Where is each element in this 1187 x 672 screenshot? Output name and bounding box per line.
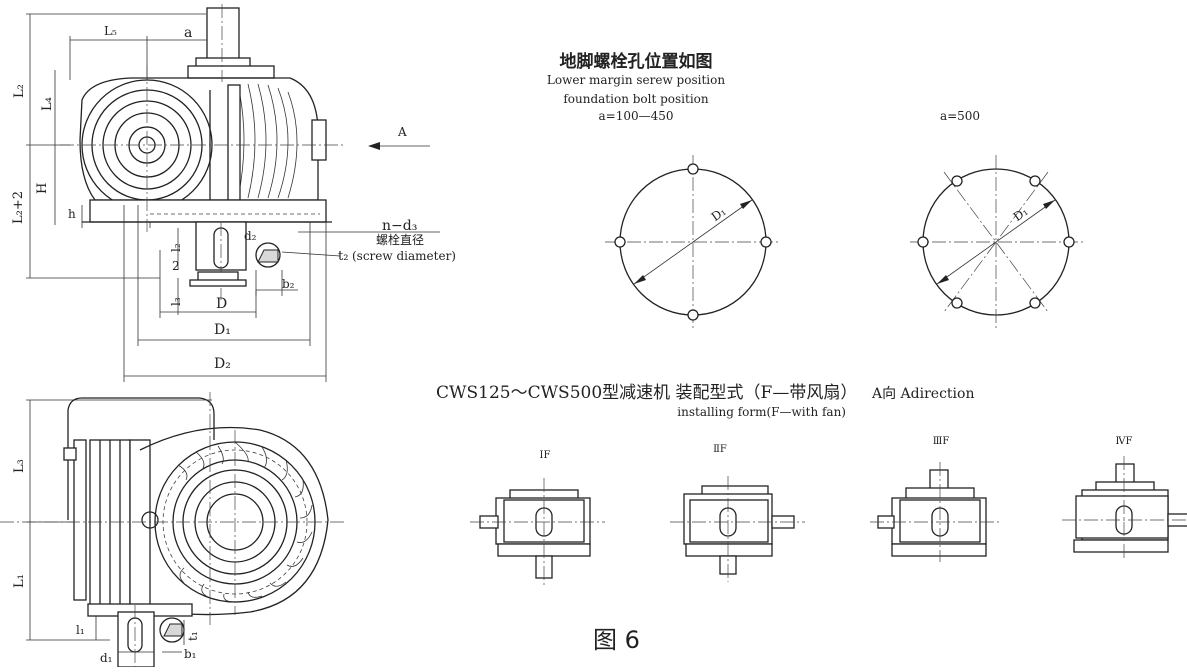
dim-d2: d₂ bbox=[244, 229, 257, 243]
dim-L2: L₂ bbox=[12, 84, 27, 98]
dim-b2: b₂ bbox=[282, 277, 295, 291]
dim-t2: t₂ bbox=[338, 249, 348, 264]
form-label-1: ⅠF bbox=[540, 450, 551, 461]
dim-L2-plus-2: L₂+2 bbox=[11, 191, 26, 224]
bolt-hole bbox=[1029, 297, 1041, 309]
dim-n-d3: n−d₃ bbox=[382, 218, 417, 234]
bolt-hole bbox=[951, 297, 963, 309]
dim-l2: l₂ bbox=[169, 243, 183, 252]
bolt-hole bbox=[760, 236, 772, 248]
form-3-drawing bbox=[870, 462, 1000, 562]
dim-L1: L₁ bbox=[12, 574, 27, 588]
dim-d1: d₁ bbox=[100, 651, 113, 665]
assembly-forms: CWS125～CWS500型减速机 装配型式（F—带风扇） installing… bbox=[436, 383, 1187, 585]
bolt-diameter-label: 螺栓直径 bbox=[376, 232, 424, 247]
screw-diameter-note: (screw diameter) bbox=[352, 249, 456, 263]
form-label-4: ⅣF bbox=[1116, 436, 1133, 447]
dim-l3: l₃ bbox=[169, 297, 183, 306]
bolt-hole bbox=[1029, 175, 1041, 187]
figure-caption: 图 6 bbox=[593, 626, 640, 654]
dim-b1: b₁ bbox=[184, 647, 197, 661]
bolt-hole bbox=[951, 175, 963, 187]
fan-blades bbox=[177, 441, 313, 603]
bolt-hole-diagram: 地脚螺栓孔位置如图 Lower margin serew position fo… bbox=[547, 51, 1084, 328]
form-1-drawing bbox=[470, 478, 605, 585]
dim-t1: t₁ bbox=[186, 631, 200, 641]
left-range-label: a=100—450 bbox=[598, 109, 673, 123]
bolt-diagram-subtitle-1: Lower margin serew position bbox=[547, 73, 725, 87]
dim-h: h bbox=[68, 207, 76, 221]
bolt-hole bbox=[687, 309, 699, 321]
direction-label: A向 Adirection bbox=[871, 386, 974, 402]
dim-D1: D₁ bbox=[214, 322, 231, 338]
bolt-hole bbox=[1063, 236, 1075, 248]
bolt-diagram-title: 地脚螺栓孔位置如图 bbox=[560, 51, 713, 72]
bolt-hole bbox=[687, 163, 699, 175]
form-2-drawing bbox=[670, 476, 805, 582]
form-label-2: ⅡF bbox=[713, 444, 727, 455]
d1-label-left: D₁ bbox=[709, 204, 729, 224]
view-direction-a: A bbox=[397, 125, 407, 139]
dim-L3: L₃ bbox=[12, 459, 27, 473]
dim-D2: D₂ bbox=[214, 356, 231, 372]
bolt-hole bbox=[917, 236, 929, 248]
assembly-subtitle: installing form(F—with fan) bbox=[677, 405, 846, 419]
dim-L4: L₄ bbox=[40, 97, 55, 111]
dim-D: D bbox=[216, 296, 227, 312]
dim-2: 2 bbox=[172, 259, 180, 273]
bolt-circle-4-holes: D₁ bbox=[605, 155, 780, 328]
bolt-circle-8-holes: D₁ bbox=[910, 155, 1084, 328]
dim-L5: L₅ bbox=[104, 24, 117, 38]
form-label-3: ⅢF bbox=[933, 436, 950, 447]
bolt-diagram-subtitle-2: foundation bolt position bbox=[563, 92, 709, 106]
dim-a: a bbox=[184, 25, 192, 41]
d1-label-right: D₁ bbox=[1011, 204, 1031, 224]
form-4-drawing bbox=[1062, 456, 1187, 560]
front-view: L₂ L₄ H L₂+2 L₅ a h h₁ bbox=[11, 4, 456, 382]
side-view: L₃ L₁ bbox=[0, 392, 345, 668]
right-range-label: a=500 bbox=[940, 109, 980, 123]
bolt-hole bbox=[614, 236, 626, 248]
dim-l1: l₁ bbox=[76, 623, 85, 637]
assembly-title: CWS125～CWS500型减速机 装配型式（F—带风扇） bbox=[436, 383, 857, 403]
dim-H: H bbox=[35, 183, 50, 194]
